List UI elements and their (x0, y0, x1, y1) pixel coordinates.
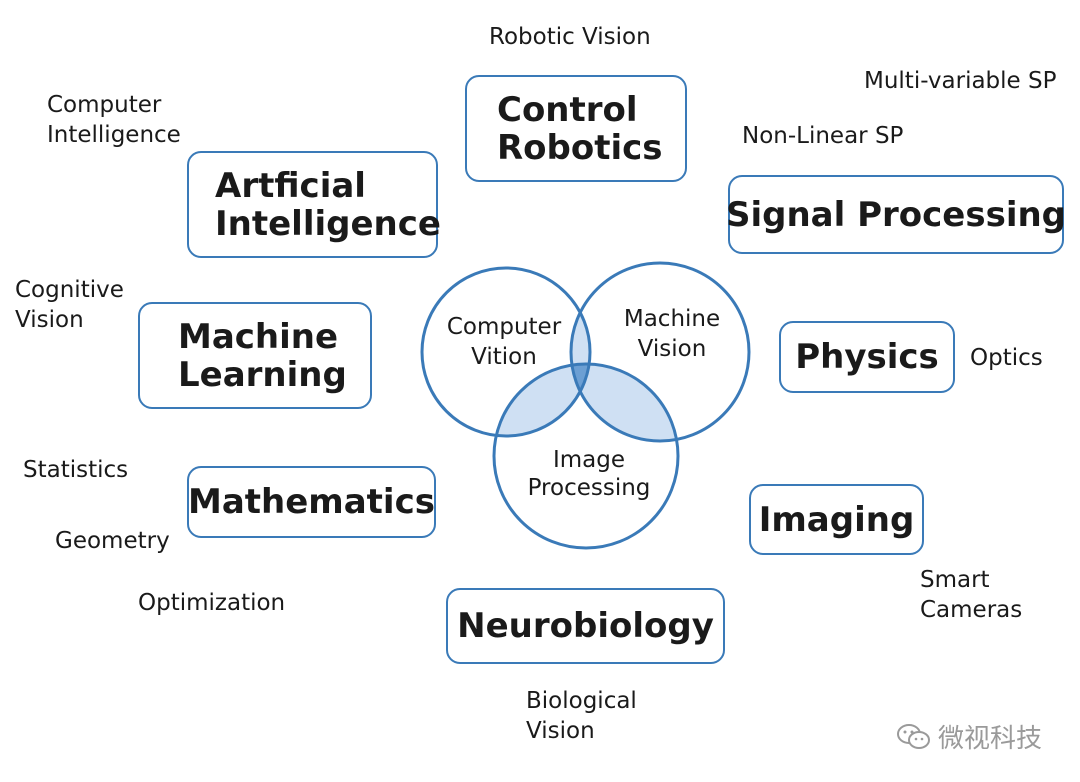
label-non-linear-sp: Non-Linear SP (742, 123, 904, 149)
overlap-computer-image (494, 364, 590, 436)
box-line: Learning (178, 354, 347, 395)
venn-label-line: Vision (637, 336, 707, 362)
box-line: Robotics (497, 127, 663, 168)
label-multi-variable-sp: Multi-variable SP (864, 68, 1057, 94)
venn-label-line: Vition (471, 344, 537, 370)
label-line: Vision (526, 718, 595, 744)
venn-label-machine-vision: Machine Vision (612, 304, 732, 364)
label-optimization: Optimization (138, 590, 286, 616)
label-biological-vision: Biological Vision (526, 686, 637, 746)
box-physics: Physics (779, 321, 955, 393)
label-statistics: Statistics (23, 457, 129, 483)
label-line: Smart (920, 567, 990, 593)
label-line: Intelligence (47, 122, 181, 148)
box-neurobiology: Neurobiology (446, 588, 725, 664)
box-signal-processing: Signal Processing (725, 175, 1067, 254)
watermark: 微视科技 (896, 718, 1042, 755)
box-line: Physics (795, 337, 939, 377)
label-line: Biological (526, 688, 637, 714)
label-robotic-vision: Robotic Vision (489, 24, 651, 50)
venn-label-line: Processing (527, 475, 651, 501)
circle-image-processing (492, 362, 680, 550)
box-machine-learning: Machine Learning (138, 302, 372, 409)
box-line: Neurobiology (457, 606, 714, 646)
box-imaging: Imaging (749, 484, 924, 555)
box-line: Artficial (215, 165, 366, 206)
venn-label-computer-vision: Computer Vition (442, 312, 566, 372)
venn-label-line: Computer (446, 314, 562, 340)
label-cognitive-vision: Cognitive Vision (15, 275, 124, 335)
label-geometry: Geometry (55, 528, 170, 554)
box-line: Signal Processing (725, 194, 1067, 235)
venn-label-line: Image (552, 447, 626, 473)
box-artificial-intelligence: Artficial Intelligence (187, 151, 441, 258)
label-line: Cameras (920, 597, 1023, 623)
box-line: Machine (178, 316, 339, 357)
venn-label-image-processing: Image Processing (516, 446, 662, 502)
wechat-icon (897, 723, 930, 749)
venn-label-line: Machine (623, 306, 721, 332)
watermark-text: 微视科技 (938, 724, 1043, 754)
label-computer-intelligence: Computer Intelligence (47, 90, 181, 150)
box-control-robotics: Control Robotics (465, 75, 687, 182)
box-mathematics: Mathematics (187, 466, 436, 538)
label-smart-cameras: Smart Cameras (920, 565, 1022, 625)
circle-machine-vision (569, 261, 751, 443)
venn-overlaps (494, 268, 678, 441)
label-optics: Optics (970, 345, 1043, 371)
box-line: Mathematics (188, 482, 435, 522)
box-line: Control (497, 89, 638, 130)
circle-computer-vision (420, 266, 592, 438)
overlap-machine-image (571, 364, 678, 441)
box-line: Imaging (758, 499, 915, 540)
label-line: Computer (47, 92, 162, 118)
box-line: Intelligence (215, 203, 441, 244)
label-line: Cognitive (15, 277, 124, 303)
label-line: Vision (15, 307, 84, 333)
